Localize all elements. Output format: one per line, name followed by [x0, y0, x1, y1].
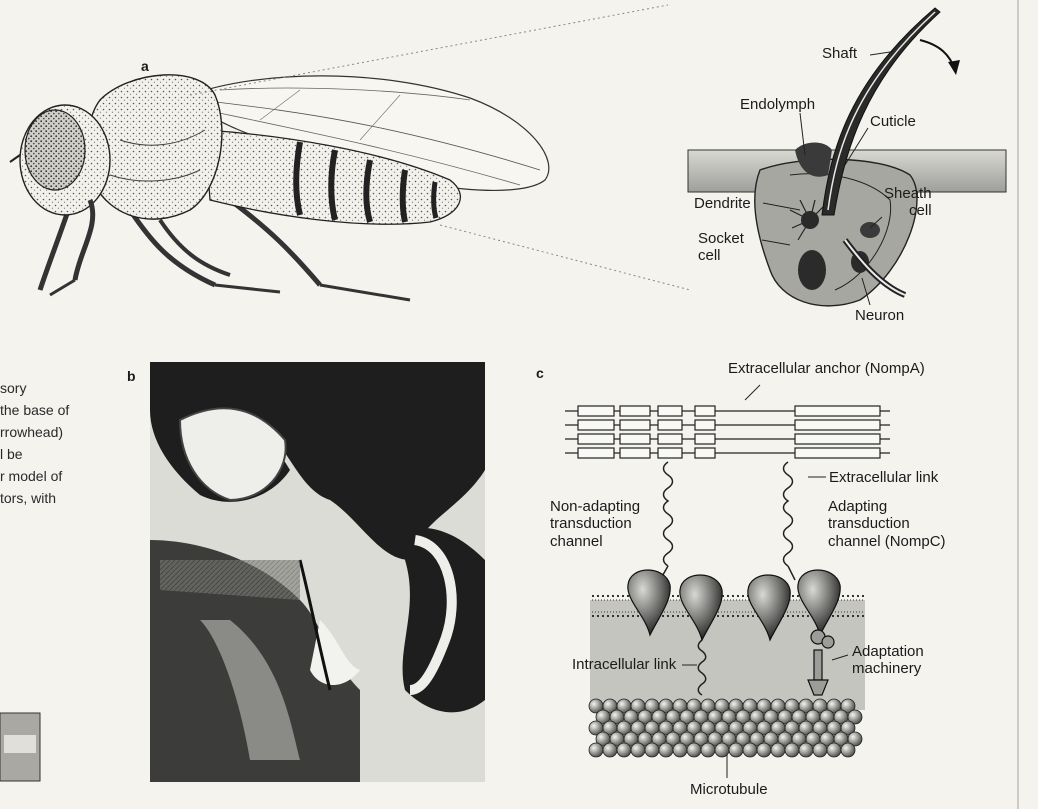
extracellular-link-coils: [664, 462, 793, 566]
deflection-arrow: [920, 40, 955, 70]
molecular-model: [565, 385, 890, 778]
caption-fragment: rrowhead): [0, 425, 63, 439]
microtubule-subunit: [687, 743, 701, 757]
label-sheath-cell: Sheath cell: [884, 185, 932, 220]
label-endolymph: Endolymph: [740, 96, 815, 113]
microtubule-subunit: [589, 743, 603, 757]
microtubule-subunit: [757, 743, 771, 757]
microtubule-subunit: [771, 743, 785, 757]
label-extracellular-anchor: Extracellular anchor (NompA): [728, 360, 925, 377]
microtubule-subunit: [729, 743, 743, 757]
label-socket-cell: Socket cell: [698, 230, 744, 265]
guide-line-bottom: [440, 225, 690, 290]
caption-fragment: r model of: [0, 469, 62, 483]
caption-fragment: l be: [0, 447, 23, 461]
fly-illustration: [10, 75, 549, 300]
microtubule-subunit: [645, 743, 659, 757]
micrograph: [150, 362, 485, 782]
label-adaptation-machinery: Adaptation machinery: [852, 643, 924, 678]
label-extracellular-link: Extracellular link: [829, 469, 938, 486]
label-cuticle: Cuticle: [870, 113, 916, 130]
panel-letter-a: a: [141, 58, 149, 74]
label-shaft: Shaft: [822, 45, 857, 62]
microtubule-subunit: [827, 743, 841, 757]
microtubule-subunit: [659, 743, 673, 757]
label-dendrite: Dendrite: [694, 195, 751, 212]
microtubule-subunit: [617, 743, 631, 757]
microtubule-subunit: [813, 743, 827, 757]
label-adapting-channel: Adapting transduction channel (NompC): [828, 498, 946, 550]
microtubule-subunit: [673, 743, 687, 757]
label-non-adapting-channel: Non-adapting transduction channel: [550, 498, 640, 550]
fly-eye: [25, 110, 85, 190]
socket-nucleus: [798, 250, 826, 290]
microtubule-subunit: [799, 743, 813, 757]
microtubule-subunit: [715, 743, 729, 757]
microtubule-subunit: [743, 743, 757, 757]
label-microtubule: Microtubule: [690, 781, 768, 798]
caption-fragment: the base of: [0, 403, 69, 417]
microtubule-balls: [589, 699, 862, 757]
caption-fragment: tors, with: [0, 491, 56, 505]
microtubule-subunit: [603, 743, 617, 757]
microtubule-subunit: [631, 743, 645, 757]
label-neuron: Neuron: [855, 307, 904, 324]
panel-letter-b: b: [127, 368, 136, 384]
microtubule-subunit: [841, 743, 855, 757]
extracellular-anchor-rows: [565, 406, 890, 458]
panel-letter-c: c: [536, 365, 544, 381]
fly-leg: [40, 205, 70, 290]
label-intracellular-link: Intracellular link: [572, 656, 676, 673]
microtubule-subunit: [701, 743, 715, 757]
caption-fragment: sory: [0, 381, 26, 395]
microtubule-subunit: [785, 743, 799, 757]
